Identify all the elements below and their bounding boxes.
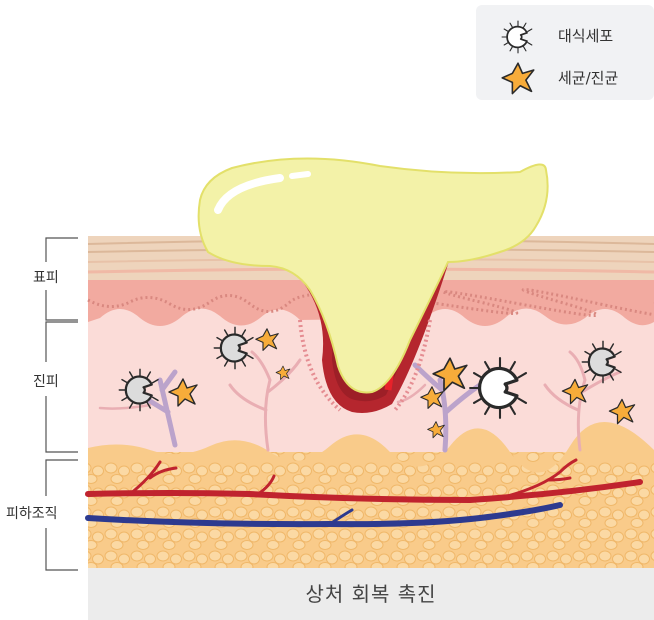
legend-label-macrophage: 대식세포 — [558, 25, 613, 46]
caption-text: 상처 회복 촉진 — [88, 568, 654, 620]
subcutaneous-label: 피하조직 — [6, 503, 58, 523]
caption-bar: 상처 회복 촉진 — [88, 568, 654, 620]
bacteria-fungi-icon — [500, 61, 536, 97]
legend-item-bacteria: 세균/진균 — [476, 57, 654, 97]
macrophage-icon — [500, 19, 536, 55]
legend: 대식세포 세균/진균 — [476, 5, 654, 100]
dermis-label: 진피 — [33, 371, 59, 391]
legend-item-macrophage: 대식세포 — [476, 15, 654, 55]
subcutaneous-layer — [88, 448, 654, 570]
legend-label-bacteria: 세균/진균 — [558, 67, 618, 88]
epidermis-label: 표피 — [33, 267, 59, 287]
